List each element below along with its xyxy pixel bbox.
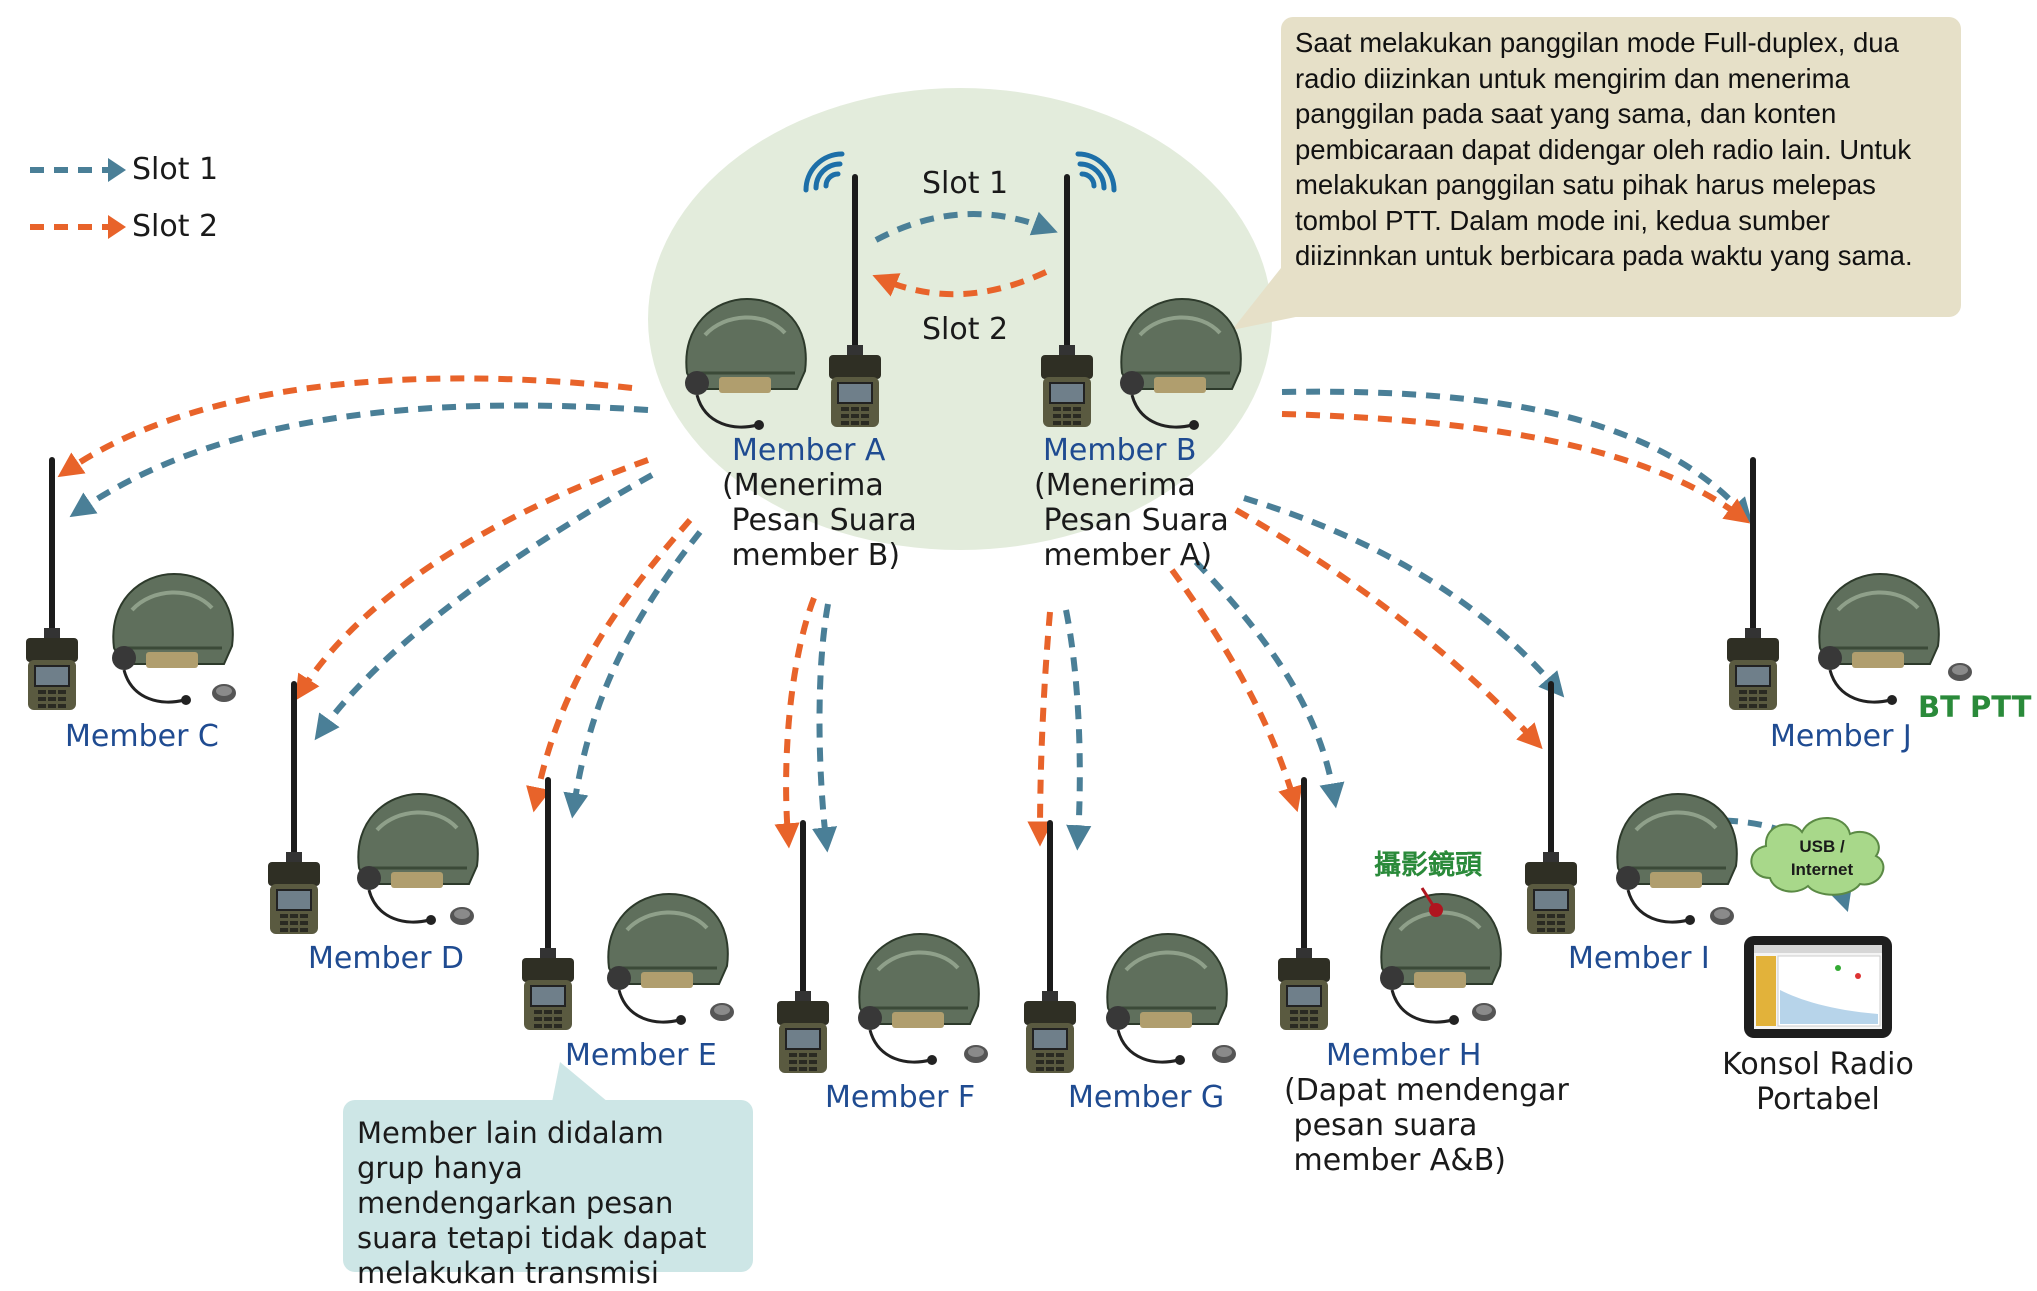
helmet-member-e — [605, 892, 730, 1027]
member-h-name: Member H — [1326, 1038, 1482, 1073]
helmet-member-d — [355, 792, 480, 927]
member-h-note-line3: member A&B) — [1284, 1143, 1507, 1178]
bt-ptt-icon — [710, 1003, 734, 1021]
radio-member-c — [26, 460, 78, 710]
member-a-note-line3: member B) — [722, 538, 901, 573]
camera-dot — [1429, 903, 1443, 917]
member-b-note-line2: Pesan Suara — [1034, 503, 1229, 538]
member-e-name: Member E — [565, 1038, 717, 1073]
bt-ptt-label: BT PTT — [1918, 690, 2032, 724]
radio-member-f — [777, 823, 829, 1073]
member-j-name: Member J — [1770, 719, 1912, 754]
bt-ptt-icon — [1472, 1003, 1496, 1021]
member-a-note-line2: Pesan Suara — [722, 503, 917, 538]
cloud-icon — [1750, 817, 1885, 896]
radio-member-i — [1525, 684, 1577, 934]
full-duplex-callout: Saat melakukan panggilan mode Full-duple… — [1281, 17, 1961, 317]
helmet-member-i — [1614, 792, 1739, 927]
cloud-label-line1: USB / — [1799, 837, 1845, 856]
listen-only-callout: Member lain didalam grup hanya mendengar… — [343, 1100, 753, 1290]
helmet-member-g — [1104, 932, 1229, 1067]
legend-slot1-arrow — [30, 158, 126, 182]
center-slot1-arrow — [874, 211, 1058, 243]
member-h-note-line2: pesan suara — [1284, 1108, 1478, 1143]
callout-pointer — [552, 1062, 608, 1102]
bt-ptt-icon — [964, 1045, 988, 1063]
radio-member-j — [1727, 460, 1779, 710]
cloud-label-line2: Internet — [1790, 860, 1854, 879]
member-c-name: Member C — [65, 719, 219, 754]
helmet-member-f — [856, 932, 981, 1067]
center-slot1-label: Slot 1 — [922, 166, 1009, 201]
member-d-name: Member D — [308, 941, 465, 976]
member-h-note-line1: (Dapat mendengar — [1284, 1073, 1569, 1108]
member-f-name: Member F — [825, 1080, 976, 1115]
portable-console-icon — [1744, 936, 1892, 1038]
radio-member-g — [1024, 823, 1076, 1073]
member-a-note-line1: (Menerima — [722, 468, 884, 503]
member-b-note-line1: (Menerima — [1034, 468, 1196, 503]
bt-ptt-icon — [212, 684, 236, 702]
radio-member-h — [1278, 780, 1330, 1030]
full-duplex-zone — [648, 88, 1272, 550]
helmet-member-c — [110, 572, 235, 707]
camera-label: 攝影鏡頭 — [1374, 850, 1482, 881]
member-a-name: Member A — [732, 433, 886, 468]
center-slot2-arrow — [872, 269, 1048, 298]
console-label-line2: Portabel — [1756, 1082, 1880, 1117]
legend-slot2-arrow — [30, 215, 126, 239]
bt-ptt-icon — [1212, 1045, 1236, 1063]
helmet-member-j — [1816, 572, 1941, 707]
legend-slot2-label: Slot 2 — [132, 209, 219, 244]
bt-ptt-icon — [450, 907, 474, 925]
radio-member-e — [522, 780, 574, 1030]
member-b-note-line3: member A) — [1034, 538, 1213, 573]
center-slot2-label: Slot 2 — [922, 312, 1009, 347]
console-label-line1: Konsol Radio — [1722, 1047, 1914, 1082]
member-b-name: Member B — [1043, 433, 1197, 468]
bt-ptt-icon — [1948, 663, 1972, 681]
member-i-name: Member I — [1568, 941, 1710, 976]
member-g-name: Member G — [1068, 1080, 1225, 1115]
legend-slot1-label: Slot 1 — [132, 152, 219, 187]
bt-ptt-icon — [1710, 907, 1734, 925]
radio-member-d — [268, 684, 320, 934]
